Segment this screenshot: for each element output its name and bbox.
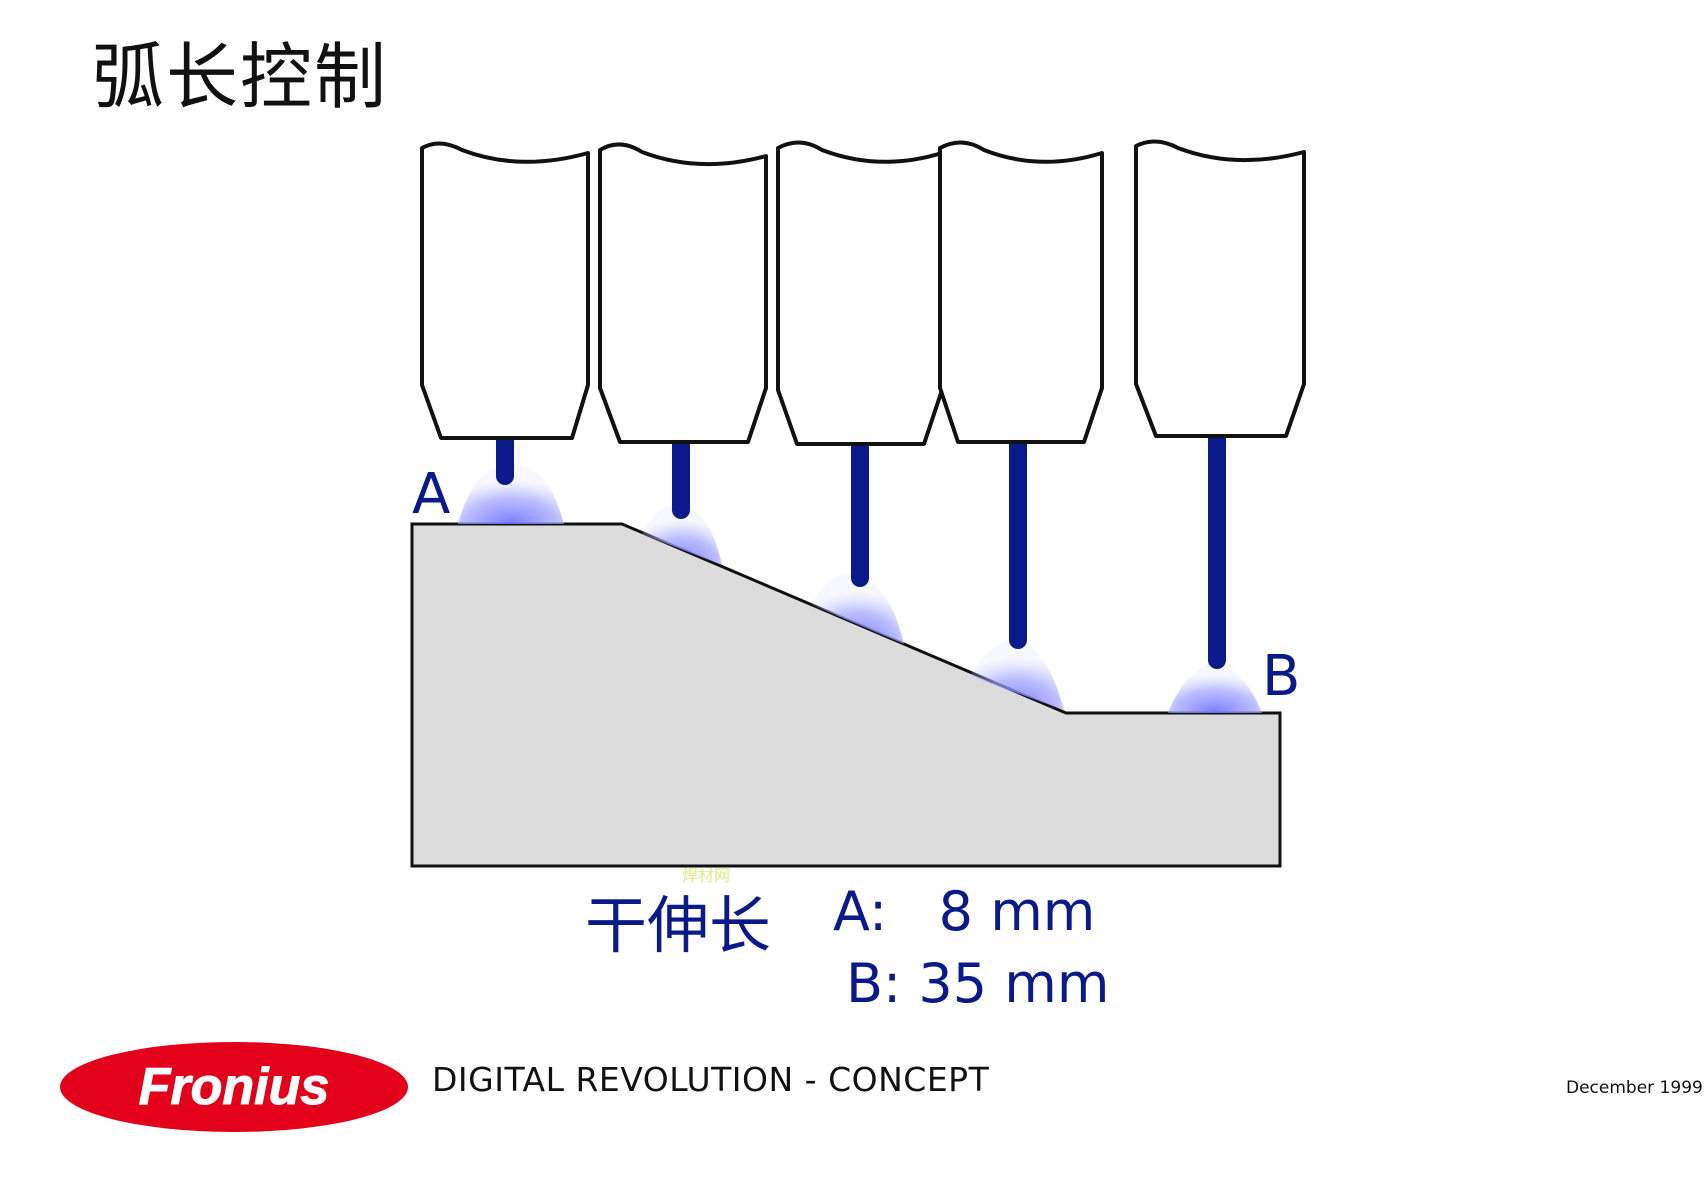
watermark: 焊材网	[682, 866, 731, 885]
point-b-label: B	[1262, 644, 1301, 709]
arc-glow-2	[642, 504, 722, 565]
arc-glow-5	[1168, 662, 1262, 713]
footer-date: December 1999	[1566, 1078, 1703, 1098]
footer-text: DIGITAL REVOLUTION - CONCEPT	[432, 1060, 990, 1099]
stickout-a-value: A: 8 mm	[833, 880, 1096, 943]
stickout-label: 干伸长	[585, 889, 772, 962]
workpiece	[410, 522, 1282, 868]
torch-5	[1134, 139, 1306, 438]
torch-3	[776, 140, 944, 446]
logo-wordmark: Fronius	[139, 1058, 330, 1116]
arc-glow-4	[970, 640, 1064, 710]
torch-4	[938, 140, 1104, 444]
page-title: 弧长控制	[92, 35, 389, 119]
point-a-label: A	[412, 462, 451, 527]
arc-glow-3	[812, 574, 904, 644]
arc-glow-1	[458, 466, 564, 524]
wire-group	[496, 427, 1226, 669]
torch-1	[420, 141, 590, 440]
arc-group	[458, 466, 1262, 713]
fronius-logo: Fronius	[60, 1042, 408, 1132]
torch-2	[598, 142, 768, 444]
stickout-b-value: B: 35 mm	[846, 952, 1110, 1015]
